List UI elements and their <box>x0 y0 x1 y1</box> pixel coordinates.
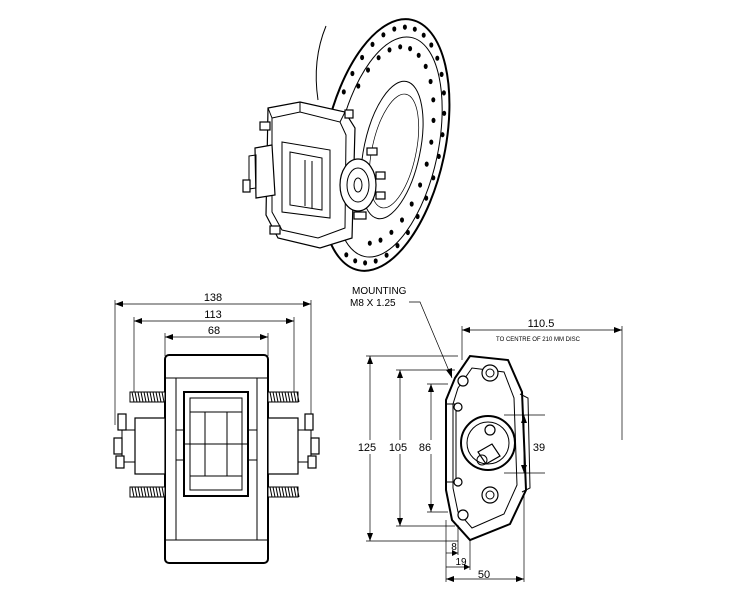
drill-hole <box>344 252 349 258</box>
drill-hole <box>402 24 407 30</box>
drill-hole <box>376 55 381 61</box>
drill-hole <box>400 217 404 223</box>
dim-height-mount: 105 <box>389 442 407 454</box>
disc-centre-note: TO CENTRE OF 210 MM DISC <box>496 337 581 343</box>
drill-hole <box>429 42 434 48</box>
dim-overall-width: 138 <box>204 292 222 304</box>
caliper-body-front <box>164 354 269 564</box>
caliper-body-iso <box>242 101 386 249</box>
drill-hole <box>436 153 441 159</box>
drill-hole <box>370 41 375 48</box>
dim-height-overall: 125 <box>358 442 376 454</box>
drill-hole <box>389 229 394 235</box>
mounting-bolt <box>129 391 300 403</box>
drill-hole <box>412 26 417 32</box>
drill-hole <box>431 175 436 181</box>
drill-hole <box>405 229 410 236</box>
front-dimension-lines <box>114 300 312 425</box>
drill-hole <box>421 32 426 38</box>
dim-depth: 50 <box>478 569 490 581</box>
drill-hole <box>431 117 436 123</box>
dim-body-width: 68 <box>208 325 220 337</box>
dim-offset-mid: 19 <box>455 557 467 568</box>
drill-hole <box>378 237 383 243</box>
front-view: 138 113 68 <box>113 292 320 564</box>
mounting-bolt <box>129 486 300 498</box>
caliper-body-side <box>445 354 531 542</box>
drill-hole <box>441 90 446 96</box>
drill-hole <box>429 139 434 145</box>
mounting-label: MOUNTING <box>352 286 407 297</box>
drill-hole <box>366 67 370 73</box>
drill-hole <box>415 213 420 220</box>
drill-hole <box>408 46 413 52</box>
drill-hole <box>373 258 378 264</box>
drill-hole <box>442 110 447 116</box>
drill-hole <box>428 78 433 85</box>
drill-hole <box>363 260 368 266</box>
drill-hole <box>384 252 389 258</box>
dim-height-body: 86 <box>419 442 431 454</box>
mounting-bolts-front <box>129 391 300 498</box>
side-view: MOUNTING M8 X 1.25 110.5 TO CENTRE OF 21… <box>350 286 623 582</box>
drill-hole <box>418 182 423 188</box>
dim-offset-small: 8 <box>451 542 457 553</box>
drill-hole <box>424 195 429 201</box>
drill-hole <box>424 161 429 167</box>
piston-housings-front <box>113 413 320 475</box>
drill-hole <box>398 44 403 50</box>
drill-hole <box>439 71 444 77</box>
disc-drill-holes <box>341 24 447 266</box>
drill-hole <box>416 52 421 58</box>
side-horizontal-dims <box>445 495 525 582</box>
drill-hole <box>360 54 365 61</box>
dim-disc-centre: 110.5 <box>528 318 555 330</box>
drill-hole <box>350 70 355 77</box>
drill-hole <box>431 97 436 103</box>
drill-hole <box>435 55 440 61</box>
drill-hole <box>353 258 358 264</box>
isometric-view <box>242 18 451 272</box>
drill-hole <box>409 201 414 207</box>
drill-hole <box>367 240 372 246</box>
drill-hole <box>395 243 400 249</box>
drill-hole <box>440 132 445 138</box>
dim-piston-dia: 39 <box>533 442 545 454</box>
dim-mounting-width: 113 <box>204 309 222 321</box>
drill-hole <box>423 63 428 69</box>
drill-hole <box>387 47 392 53</box>
drill-hole <box>341 89 346 95</box>
drill-hole <box>356 83 361 89</box>
drill-hole <box>381 32 386 38</box>
drill-hole <box>392 26 397 32</box>
mounting-thread-label: M8 X 1.25 <box>350 298 396 309</box>
